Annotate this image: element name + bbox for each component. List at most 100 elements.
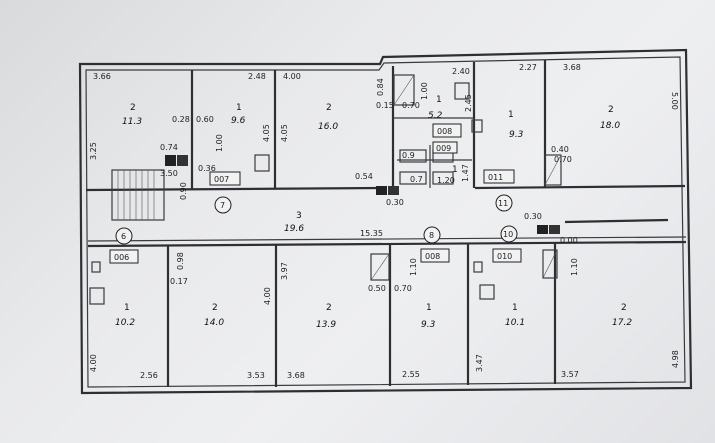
corridor-wall-top-right [474,184,686,190]
dimension-label: 3.57 [561,370,579,379]
room-area: 13.9 [316,320,336,330]
room-number: 2 [130,103,136,113]
room-number: 1 [508,110,514,120]
dimension-label: 3.47 [475,354,484,372]
dimension-label: 1.00 [215,134,224,152]
axis-mark-6: 6 [115,227,133,245]
room-number: 1 [236,103,242,113]
tag-label: 008 [437,127,452,136]
axis-mark-7: 7 [214,196,232,214]
dimension-label: 0.50 [368,284,386,293]
dimension-label: 0.15 [376,101,394,110]
room-area: 14.0 [204,318,224,328]
dimension-label: 0.17 [170,277,188,286]
room-number: 1 [436,95,442,105]
dimension-label: 0.30 [524,212,542,221]
room-area: 5.2 [428,111,443,121]
room-number: 1 [512,303,518,313]
dimension-label: 1.10 [570,258,579,276]
axis-mark-11: 11 [495,194,513,212]
room-number: 2 [326,103,332,113]
dimension-label: 0.84 [376,78,385,96]
room-area: 10.1 [505,318,525,328]
dimension-label: 0.00 [560,236,578,245]
room-area: 9.3 [421,320,436,330]
dimension-label: 1.10 [409,258,418,276]
corridor-stub [564,218,669,224]
axis-label: 8 [429,231,434,240]
room-area: 17.2 [612,318,632,328]
tag-label: 009 [436,144,451,153]
dimension-label: 2.48 [248,72,266,81]
room-area: 16.0 [318,122,338,132]
room-number: 3 [296,211,302,221]
room-area: 18.0 [600,121,620,131]
tag-label: 007 [214,175,229,184]
axis-label: 7 [220,201,225,210]
dimension-label: 0.40 [551,145,569,154]
room-area: 19.6 [284,224,304,234]
dimension-label: 2.55 [402,370,420,379]
tag-007: 007 [209,171,241,186]
dimension-label: 0.98 [176,252,185,270]
dimension-label: 0.28 [172,115,190,124]
tag-008-top: 008 [432,123,462,138]
axis-mark-8: 8 [423,226,441,244]
dimension-label: 4.00 [263,287,272,305]
tag-label: 008 [425,252,440,261]
room-number: 2 [608,105,614,115]
axis-mark-10: 10 [500,225,518,243]
corridor-wall-top-left [85,186,383,192]
room-number: 2 [212,303,218,313]
dimension-label: 2.56 [140,371,158,380]
dimensions: 3.66 2.48 4.00 2.40 2.27 3.68 5.00 3.25 … [89,63,680,380]
room-area: 9.3 [509,130,524,140]
dimension-label: 0.70 [394,284,412,293]
room-number: 1 [124,303,130,313]
dimension-label: 0.70 [402,101,420,110]
dimension-label: 0.7 [410,175,423,184]
tag-009: 009 [432,141,458,154]
dimension-label: 2.45 [464,94,473,112]
dimension-label: 0.74 [160,143,178,152]
dimension-label: 1.00 [420,82,429,100]
room-number: 1 [452,165,458,175]
corridor-wall-bottom-inner [87,236,687,242]
dimension-label: 3.53 [247,371,265,380]
dimension-label: 3.97 [280,262,289,280]
dimension-label: 0.90 [179,182,188,200]
axis-label: 6 [121,232,126,241]
tag-008-bottom: 008 [420,248,450,263]
wc-cubicles [399,149,454,185]
dimension-label: 4.00 [89,354,98,372]
tag-010: 010 [492,248,522,263]
tag-label: 010 [497,252,512,261]
tag-label: 011 [488,173,503,182]
dimension-label: 3.68 [563,63,581,72]
dimension-label: 2.40 [452,67,470,76]
dimension-label: 0.54 [355,172,373,181]
dimension-label: 3.68 [287,371,305,380]
tag-006: 006 [109,249,139,264]
vent-symbols [89,82,495,305]
dimension-label: 0.70 [554,155,572,164]
room-number: 2 [326,303,332,313]
dimension-label: 4.00 [283,72,301,81]
tag-011: 011 [483,169,515,184]
staircase [111,169,165,221]
room-area: 10.2 [115,318,135,328]
room-area: 11.3 [122,117,142,127]
dimension-label: 4.98 [671,350,680,368]
dimension-label: 1.47 [461,164,470,182]
axis-label: 11 [498,199,508,208]
outer-wall [78,48,693,395]
dimension-label: 3.66 [93,72,111,81]
dimension-label: 3.25 [89,142,98,160]
dimension-label: 3.50 [160,169,178,178]
corridor-wall-bottom [87,240,687,248]
shaft-blocks [165,74,562,281]
inner-outline [85,56,686,388]
dimension-label: 4.05 [280,124,289,142]
